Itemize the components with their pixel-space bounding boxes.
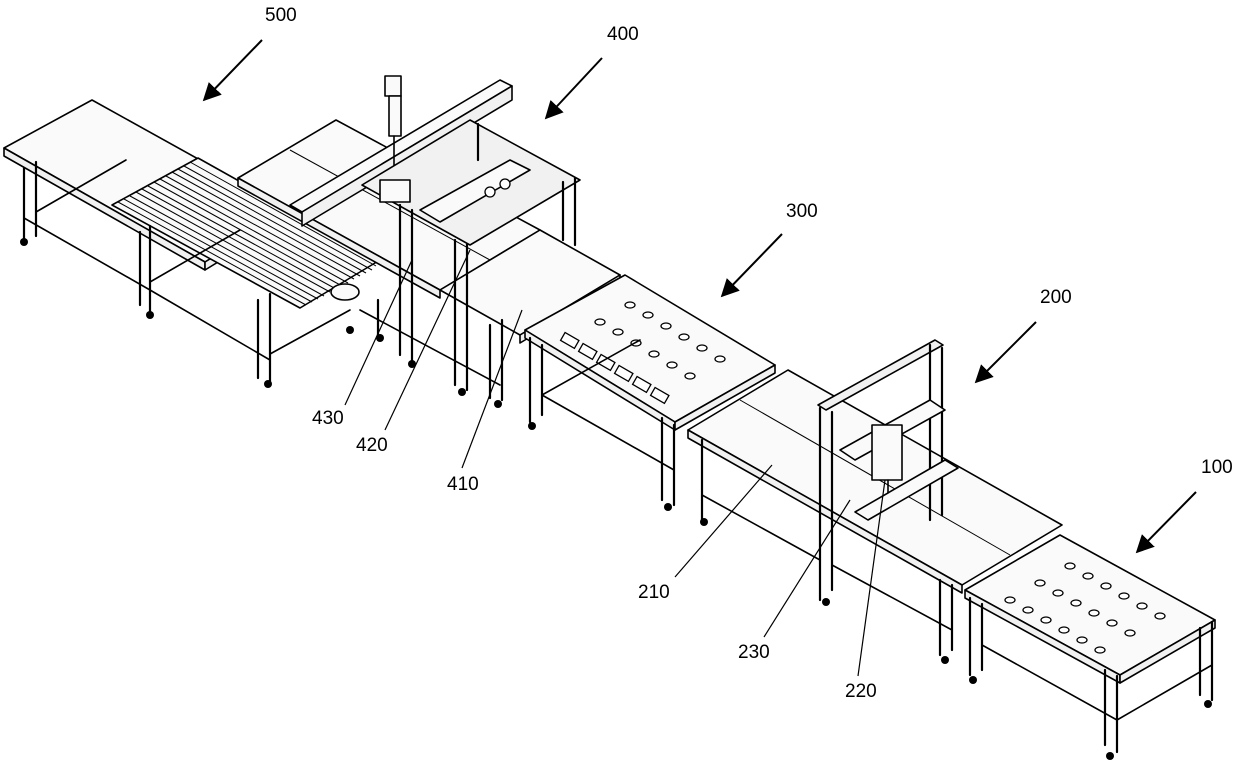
label-420: 420: [356, 435, 388, 456]
module-100-infeed-table: [965, 535, 1215, 760]
label-230: 230: [738, 642, 770, 663]
label-300: 300: [786, 201, 818, 222]
label-220: 220: [845, 681, 877, 702]
module-300-plate-table: [525, 275, 775, 511]
label-500: 500: [265, 5, 297, 26]
label-200: 200: [1040, 287, 1072, 308]
label-400: 400: [607, 24, 639, 45]
label-100: 100: [1201, 457, 1233, 478]
label-210: 210: [638, 582, 670, 603]
label-410: 410: [447, 474, 479, 495]
label-430: 430: [312, 408, 344, 429]
